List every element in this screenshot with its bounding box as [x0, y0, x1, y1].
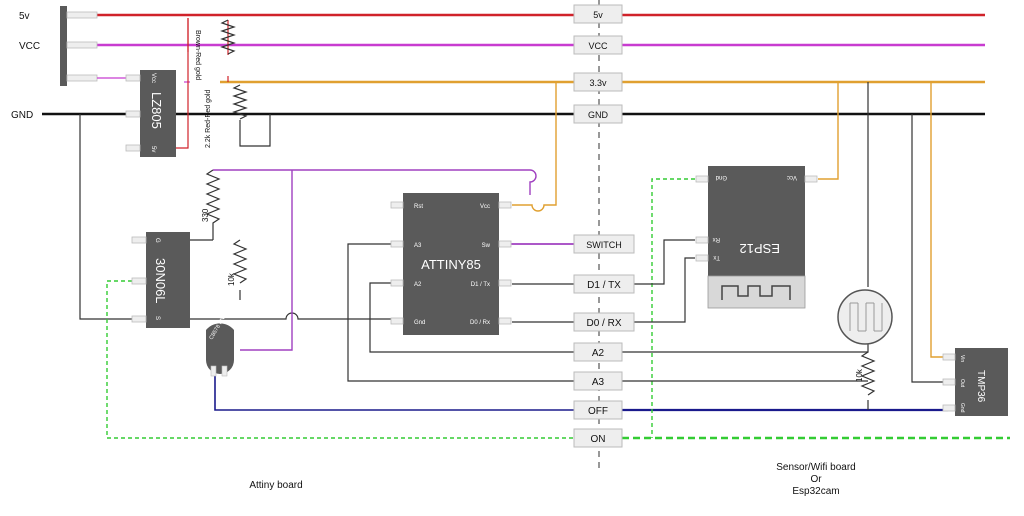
- connector-label-d0: D0 / RX: [586, 318, 621, 329]
- wire-off: [214, 370, 575, 411]
- resistor-r5-label: 10k: [855, 368, 864, 382]
- attiny-pin-d0: D0 / Rx: [470, 320, 490, 326]
- ldr-sensor: [837, 289, 893, 345]
- connector-label-a3: A3: [592, 377, 605, 388]
- caption-sensor-line-3: Esp32cam: [792, 486, 839, 497]
- attiny-pin-gnd: Gnd: [414, 320, 425, 326]
- connector-label-switch: SWITCH: [586, 240, 622, 250]
- connector-label-off: OFF: [588, 406, 608, 417]
- regulator-chip: LZ805 Vcc 5v: [125, 70, 176, 157]
- esp-pin-tx: Tx: [713, 254, 720, 260]
- resistors: [205, 19, 876, 396]
- connector-label-a2: A2: [592, 348, 605, 359]
- mosfet-chip: 30N06L G S: [131, 232, 190, 328]
- wire-ldr-bottom: [622, 343, 869, 353]
- connector-label-vcc: VCC: [588, 41, 608, 51]
- connector-box-switch: [573, 234, 635, 254]
- wires: [79, 18, 1010, 440]
- regulator-pin-vcc: Vcc: [150, 73, 156, 83]
- wire-tmp-vin: [930, 82, 948, 358]
- resistor-r1: [220, 19, 236, 55]
- wire-on-left: [106, 280, 575, 439]
- wire-gnd-to-mosfet: [79, 114, 133, 320]
- connector-label-3v3: 3.3v: [589, 78, 607, 88]
- esp-pin-rx: Rx: [713, 236, 720, 242]
- connector-box-a2: [573, 342, 623, 362]
- mosfet-pin-g: G: [154, 238, 160, 243]
- resistor-r4-label: 10k: [227, 272, 236, 286]
- header-pin: [66, 11, 98, 19]
- wire-divider-5v: [187, 18, 229, 82]
- wire-attiny-vcc: [512, 82, 557, 212]
- esp12-module: ESP12 Gnd Vcc Rx Tx: [695, 166, 818, 309]
- mosfet-name: 30N06L: [153, 258, 168, 304]
- rail-label-vcc: VCC: [19, 41, 40, 52]
- wire-divider-gnd: [239, 114, 271, 147]
- connector-box-gnd: [573, 104, 623, 124]
- power-header-bar: [60, 6, 67, 86]
- connector-box-on: [573, 428, 623, 448]
- wire-esp-vcc: [818, 82, 839, 180]
- power-rails: [42, 13, 985, 116]
- attiny-pin-a3: A3: [414, 243, 422, 249]
- tmp36-sensor: TMP36 Vin Out Gnd: [942, 348, 1008, 416]
- resistor-r2: [232, 84, 248, 120]
- wire-attiny-a3: [347, 243, 575, 382]
- attiny-name: ATTINY85: [421, 257, 481, 272]
- wire-esp-tx: [622, 257, 695, 323]
- connector-box-vcc: [573, 35, 623, 55]
- caption-sensor-line-1: Sensor/Wifi board: [776, 462, 855, 473]
- pnp-transistor: C8578 PNP: [206, 313, 234, 377]
- header-pin: [66, 74, 98, 82]
- connector-box-3v3: [573, 72, 623, 92]
- wire-tmp-out: [911, 114, 948, 383]
- resistor-r2-label: 2.2k Red-Red gold: [205, 90, 212, 148]
- wire-esp-rx: [622, 239, 695, 285]
- mosfet-pin-s: S: [154, 316, 160, 320]
- connector-box-off: [573, 400, 623, 420]
- connector-box-d1: [573, 274, 635, 294]
- attiny-pin-sw: Sw: [482, 243, 491, 249]
- connector-box-a3: [573, 371, 623, 391]
- attiny-pin-d1: D1 / Tx: [471, 282, 490, 288]
- attiny-pin-a2: A2: [414, 282, 422, 288]
- resistor-r1-label: Brown-Red gold: [194, 30, 201, 80]
- resistor-r3: [205, 169, 221, 240]
- attiny-pin-rst: Rst: [414, 204, 423, 210]
- header-pin: [66, 41, 98, 49]
- connector-label-5v: 5v: [593, 10, 603, 20]
- connector-label-d1: D1 / TX: [587, 280, 621, 291]
- esp-pin-gnd: Gnd: [716, 174, 727, 180]
- wire-esp-gnd-green: [651, 178, 695, 438]
- connector-box-d0: [573, 312, 635, 332]
- connector-label-on: ON: [591, 434, 606, 445]
- connector-box-5v: [573, 4, 623, 24]
- wire-attiny-a2: [369, 282, 575, 353]
- esp-name: ESP12: [740, 241, 780, 256]
- caption-sensor-line-2: Or: [810, 474, 822, 485]
- attiny-pin-vcc: Vcc: [480, 204, 490, 210]
- resistor-r3-label: 330: [201, 208, 210, 222]
- esp-pin-vcc: Vcc: [787, 174, 797, 180]
- tmp-name: TMP36: [975, 370, 986, 403]
- connector-label-gnd: GND: [588, 110, 609, 120]
- tmp-pin-vin: Vin: [959, 355, 965, 362]
- tmp-pin-out: Out: [959, 379, 965, 388]
- regulator-name: LZ805: [149, 92, 164, 129]
- rail-label-5v: 5v: [19, 11, 30, 22]
- tmp-pin-gnd: Gnd: [959, 403, 965, 413]
- rail-label-gnd: GND: [11, 110, 33, 121]
- resistor-r4: [232, 239, 248, 284]
- resistor-r5: [860, 351, 876, 396]
- regulator-pin-5v: 5v: [150, 146, 156, 152]
- attiny-chip: ATTINY85 Rst A3 A2 Gnd Vcc Sw D1 / Tx D0…: [390, 193, 512, 335]
- antenna-trace: [721, 285, 791, 300]
- caption-attiny-board: Attiny board: [249, 480, 302, 491]
- connector-column: 5v VCC 3.3v GND SWITCH D1 / TX D0 / RX A…: [573, 4, 635, 448]
